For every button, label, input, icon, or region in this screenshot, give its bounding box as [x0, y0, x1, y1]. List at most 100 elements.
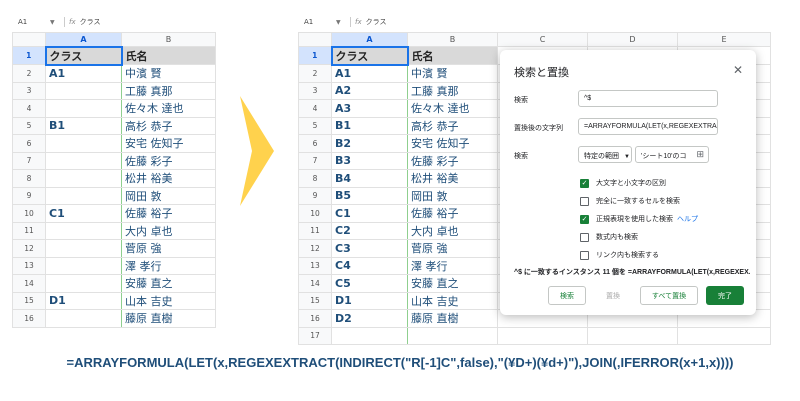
- done-button[interactable]: 完了: [706, 286, 744, 305]
- cell-class[interactable]: B3: [331, 151, 408, 170]
- column-header-c[interactable]: C: [497, 32, 588, 47]
- cell-name[interactable]: 山本 吉史: [407, 291, 498, 310]
- cell-class[interactable]: [45, 134, 122, 153]
- close-icon[interactable]: ✕: [733, 63, 744, 77]
- replace-button[interactable]: 置換: [606, 292, 620, 300]
- grid-icon[interactable]: ⊞: [696, 149, 704, 159]
- cell-class[interactable]: クラス: [330, 45, 409, 66]
- row-header[interactable]: 10: [12, 204, 46, 223]
- cell-class[interactable]: [45, 151, 122, 170]
- cell-class[interactable]: [45, 239, 122, 258]
- row-header[interactable]: 7: [12, 151, 46, 170]
- cell-name[interactable]: 岡田 敦: [407, 186, 498, 205]
- right-formula-content[interactable]: クラス: [365, 18, 387, 26]
- cell-class[interactable]: D2: [331, 309, 408, 328]
- row-header[interactable]: 12: [12, 239, 46, 258]
- cell-name[interactable]: 松井 裕美: [407, 169, 498, 188]
- replace-all-button[interactable]: すべて置換: [640, 286, 698, 305]
- column-header-d[interactable]: D: [587, 32, 678, 47]
- cell-class[interactable]: [45, 309, 122, 328]
- option-checkbox-row[interactable]: ✓大文字と小文字の区別: [580, 178, 666, 188]
- cell-empty[interactable]: [677, 326, 771, 345]
- cell-name[interactable]: 佐藤 裕子: [407, 204, 498, 223]
- option-checkbox-row[interactable]: 完全に一致するセルを検索: [580, 196, 680, 206]
- cell-class[interactable]: A1: [45, 64, 122, 83]
- row-header[interactable]: 14: [12, 274, 46, 293]
- cell-name[interactable]: 大内 卓也: [121, 221, 216, 240]
- cell-class[interactable]: [45, 169, 122, 188]
- cell-name[interactable]: 大内 卓也: [407, 221, 498, 240]
- scope-select[interactable]: 特定の範囲 ▼: [578, 146, 632, 163]
- cell-name[interactable]: [407, 326, 498, 345]
- row-header[interactable]: 15: [12, 291, 46, 310]
- row-header[interactable]: 16: [12, 309, 46, 328]
- checkbox-unchecked-icon[interactable]: [580, 232, 589, 242]
- cell-class[interactable]: C1: [45, 204, 122, 223]
- row-header[interactable]: 9: [298, 186, 332, 205]
- row-header[interactable]: 2: [298, 64, 332, 83]
- cell-name[interactable]: 佐藤 裕子: [121, 204, 216, 223]
- cell-class[interactable]: C5: [331, 274, 408, 293]
- cell-class[interactable]: C3: [331, 239, 408, 258]
- help-link[interactable]: ヘルプ: [677, 216, 698, 223]
- row-header[interactable]: 12: [298, 239, 332, 258]
- cell-class[interactable]: B1: [331, 116, 408, 135]
- left-name-box[interactable]: A1: [18, 18, 28, 26]
- cell-class[interactable]: A1: [331, 64, 408, 83]
- row-header[interactable]: 1: [298, 46, 332, 65]
- row-header[interactable]: 8: [298, 169, 332, 188]
- cell-class[interactable]: A3: [331, 99, 408, 118]
- cell-class[interactable]: A2: [331, 81, 408, 100]
- cell-name[interactable]: 山本 吉史: [121, 291, 216, 310]
- range-input[interactable]: 'シート10'のコ ⊞: [635, 146, 709, 163]
- checkbox-unchecked-icon[interactable]: [580, 250, 589, 260]
- cell-name[interactable]: 藤原 直樹: [121, 309, 216, 328]
- cell-class[interactable]: [45, 81, 122, 100]
- cell-name[interactable]: 工藤 真那: [407, 81, 498, 100]
- cell-class[interactable]: C1: [331, 204, 408, 223]
- row-header[interactable]: 4: [12, 99, 46, 118]
- right-name-box[interactable]: A1: [304, 18, 314, 26]
- cell-name[interactable]: 菅原 強: [121, 239, 216, 258]
- cell-class[interactable]: C4: [331, 256, 408, 275]
- cell-name[interactable]: 安藤 直之: [407, 274, 498, 293]
- replace-input[interactable]: =ARRAYFORMULA(LET(x,REGEXEXTRACT: [578, 118, 718, 135]
- option-checkbox-row[interactable]: ✓正規表現を使用した検索ヘルプ: [580, 214, 698, 224]
- cell-class[interactable]: B4: [331, 169, 408, 188]
- cell-name[interactable]: 工藤 真那: [121, 81, 216, 100]
- cell-class[interactable]: B5: [331, 186, 408, 205]
- cell-class[interactable]: [45, 186, 122, 205]
- search-input[interactable]: ^$: [578, 90, 718, 107]
- cell-class[interactable]: D1: [45, 291, 122, 310]
- cell-name[interactable]: 松井 裕美: [121, 169, 216, 188]
- cell-class[interactable]: [45, 274, 122, 293]
- row-header[interactable]: 9: [12, 186, 46, 205]
- checkbox-checked-icon[interactable]: ✓: [580, 178, 589, 188]
- cell-name[interactable]: 高杉 恭子: [121, 116, 216, 135]
- cell-class[interactable]: C2: [331, 221, 408, 240]
- row-header[interactable]: 3: [12, 81, 46, 100]
- cell-class[interactable]: [331, 326, 408, 345]
- cell-name[interactable]: 安宅 佐知子: [407, 134, 498, 153]
- row-header[interactable]: 8: [12, 169, 46, 188]
- column-header-e[interactable]: E: [677, 32, 771, 47]
- row-header[interactable]: 5: [298, 116, 332, 135]
- option-checkbox-row[interactable]: リンク内も検索する: [580, 250, 659, 260]
- cell-class[interactable]: B1: [45, 116, 122, 135]
- chevron-down-icon[interactable]: ▼: [336, 18, 341, 26]
- cell-name[interactable]: 中濱 賢: [121, 64, 216, 83]
- cell-name[interactable]: 氏名: [407, 46, 498, 65]
- cell-class[interactable]: [45, 256, 122, 275]
- cell-name[interactable]: 中濱 賢: [407, 64, 498, 83]
- cell-class[interactable]: クラス: [44, 45, 123, 66]
- cell-class[interactable]: [45, 99, 122, 118]
- cell-name[interactable]: 澤 孝行: [121, 256, 216, 275]
- option-checkbox-row[interactable]: 数式内も検索: [580, 232, 638, 242]
- left-formula-content[interactable]: クラス: [79, 18, 101, 26]
- row-header[interactable]: 10: [298, 204, 332, 223]
- column-header-a[interactable]: A: [331, 32, 408, 47]
- column-header-a[interactable]: A: [45, 32, 122, 47]
- row-header[interactable]: 7: [298, 151, 332, 170]
- row-header[interactable]: 11: [298, 221, 332, 240]
- cell-name[interactable]: 佐々木 達也: [407, 99, 498, 118]
